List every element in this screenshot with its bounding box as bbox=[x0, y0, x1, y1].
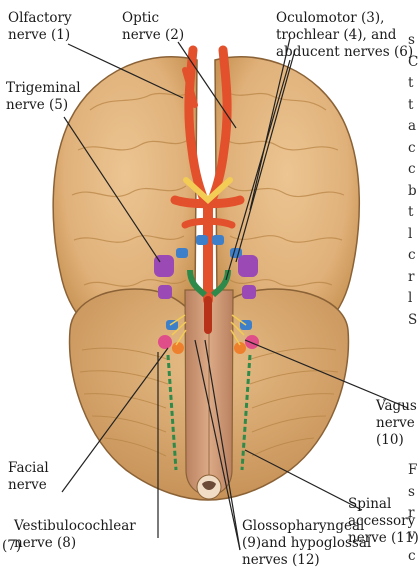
edge-char: C bbox=[408, 52, 418, 74]
edge-char: c bbox=[408, 546, 418, 568]
edge-char: b bbox=[408, 181, 418, 203]
edge-char: S bbox=[408, 310, 418, 332]
edge-char: r bbox=[408, 267, 418, 289]
label-seven: (7) bbox=[2, 538, 21, 555]
edge-char: s bbox=[408, 482, 418, 504]
edge-char bbox=[408, 396, 418, 418]
label-oculomotor: Oculomotor (3), trochlear (4), and abduc… bbox=[276, 10, 413, 61]
label-trigeminal: Trigeminal nerve (5) bbox=[6, 80, 81, 114]
edge-char bbox=[408, 353, 418, 375]
edge-char: F bbox=[408, 460, 418, 482]
edge-char: a bbox=[408, 116, 418, 138]
label-vestibulocochlear: Vestibulocochlear nerve (8) bbox=[14, 518, 136, 552]
edge-char bbox=[408, 439, 418, 461]
label-olfactory: Olfactory nerve (1) bbox=[8, 10, 72, 44]
edge-char: r bbox=[408, 503, 418, 525]
edge-char: t bbox=[408, 95, 418, 117]
edge-char: l bbox=[408, 288, 418, 310]
edge-char: l bbox=[408, 224, 418, 246]
edge-char bbox=[408, 331, 418, 353]
edge-char: c bbox=[408, 138, 418, 160]
edge-char: t bbox=[408, 202, 418, 224]
label-optic: Optic nerve (2) bbox=[122, 10, 184, 44]
edge-char bbox=[408, 417, 418, 439]
label-glossopharyngeal: Glossopharyngeal (9)and hypoglossal nerv… bbox=[242, 518, 371, 569]
edge-char: t bbox=[408, 73, 418, 95]
edge-char: v bbox=[408, 525, 418, 547]
edge-char: c bbox=[408, 245, 418, 267]
edge-char: s bbox=[408, 30, 418, 52]
edge-char bbox=[408, 374, 418, 396]
label-facial: Facial nerve bbox=[8, 460, 49, 494]
edge-char: c bbox=[408, 159, 418, 181]
